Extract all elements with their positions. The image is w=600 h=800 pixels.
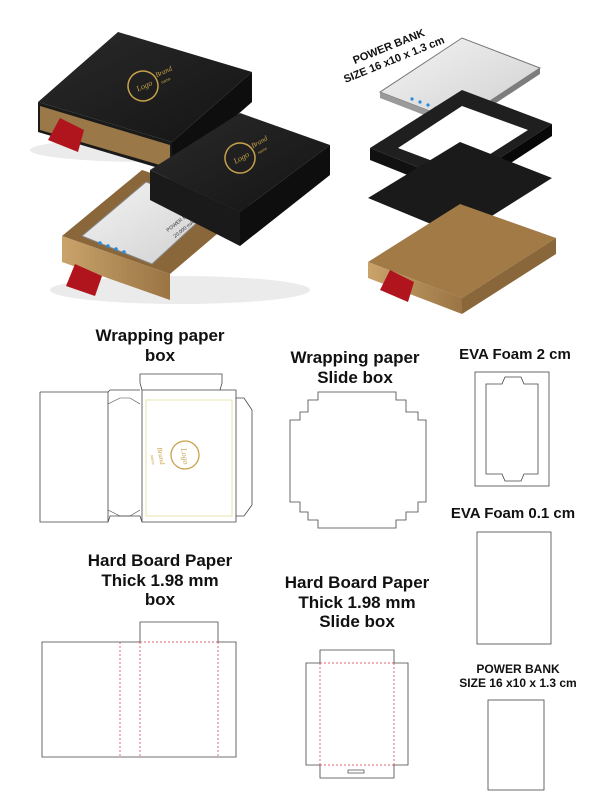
- dieline-hard-board-slide-box: [305, 649, 409, 779]
- ribbon-pull-tab: [380, 270, 414, 302]
- logo-sub: name: [257, 145, 269, 155]
- label-eva-foam-01: EVA Foam 0.1 cm: [438, 505, 588, 522]
- label-line: EVA Foam 2 cm: [459, 346, 571, 363]
- logo-word: Logo: [179, 446, 191, 465]
- ribbon-pull-tab: [48, 118, 84, 152]
- logo-sub: name: [160, 76, 172, 85]
- open-drawer-box-3d: POWER BANK 20,000 mAh Logo Brand name: [50, 113, 330, 304]
- label-wrapping-paper-slide-box: Wrapping paper Slide box: [270, 348, 440, 387]
- label-line: EVA Foam 0.1 cm: [450, 505, 576, 522]
- gold-logo: Logo Brand name: [149, 440, 200, 470]
- label-power-bank-size: POWER BANK SIZE 16 x10 x 1.3 cm: [438, 662, 598, 691]
- label-eva-foam-2: EVA Foam 2 cm: [440, 346, 590, 363]
- label-line: Wrapping paper: [95, 326, 225, 345]
- dieline-eva-foam-01cm: [476, 531, 552, 645]
- label-line: Hard Board Paper: [284, 573, 430, 592]
- power-bank-outline: [487, 699, 545, 791]
- label-hard-board-slide-box: Hard Board Paper Thick 1.98 mm Slide box: [262, 573, 452, 632]
- exploded-view-3d: POWER BANK SIZE 16 x10 x 1.3 cm: [342, 27, 556, 314]
- eva-foam-sheet-3d: [368, 142, 552, 236]
- label-line: Slide box: [319, 612, 395, 632]
- label-line: Thick 1.98 mm: [101, 570, 219, 590]
- dieline-wrapping-paper-box: [39, 373, 253, 523]
- label-line: Slide box: [317, 367, 393, 387]
- label-line: Hard Board Paper: [87, 551, 233, 570]
- label-hard-board-box: Hard Board Paper Thick 1.98 mm box: [60, 551, 260, 610]
- label-line: Wrapping paper: [290, 348, 420, 367]
- logo-brand: Brand: [155, 447, 166, 466]
- label-wrapping-paper-box: Wrapping paper box: [70, 326, 250, 365]
- label-line: SIZE 16 x10 x 1.3 cm: [459, 675, 577, 690]
- dieline-eva-foam-2cm: [474, 371, 550, 487]
- label-line: box: [144, 345, 176, 365]
- label-line: POWER BANK: [476, 662, 560, 676]
- dieline-hard-board-box: [41, 621, 237, 758]
- kraft-drawer-3d: [368, 204, 556, 298]
- dieline-wrapping-slide-box: [289, 391, 427, 529]
- label-line: box: [144, 590, 176, 610]
- led-indicators: [98, 241, 126, 254]
- closed-box-3d: Logo Brand name: [30, 32, 270, 172]
- ribbon-pull-tab: [66, 264, 102, 296]
- label-line: Thick 1.98 mm: [298, 592, 416, 612]
- logo-sub: name: [149, 454, 156, 465]
